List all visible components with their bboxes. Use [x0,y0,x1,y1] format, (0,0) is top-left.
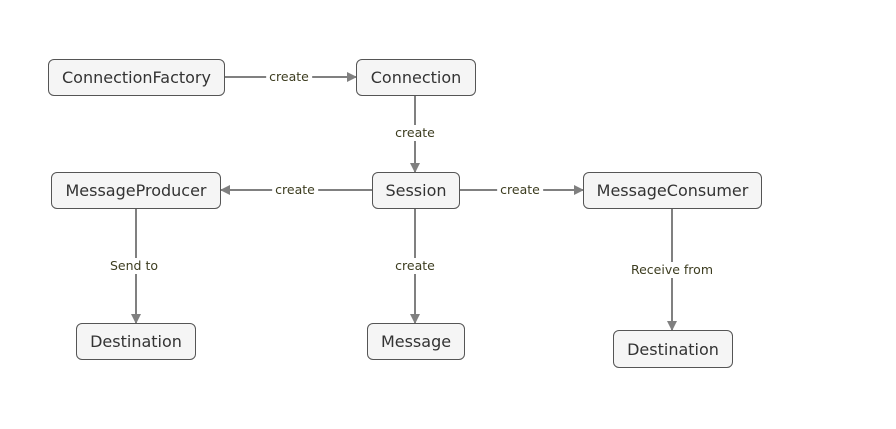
edge-label-session-to-message: create [392,258,438,274]
node-connection: Connection [356,59,476,96]
edge-label-producer-send-to: Send to [106,258,162,274]
node-connection-factory: ConnectionFactory [48,59,225,96]
node-destination-producer: Destination [76,323,196,360]
edge-label-session-to-consumer: create [497,182,543,198]
node-session: Session [372,172,460,209]
node-message-producer: MessageProducer [51,172,221,209]
node-destination-consumer: Destination [613,330,733,368]
edge-label-consumer-receive-from: Receive from [627,262,717,278]
edge-label-factory-to-connection: create [266,69,312,85]
node-message: Message [367,323,465,360]
edge-label-session-to-producer: create [272,182,318,198]
edge-label-connection-to-session: create [392,125,438,141]
node-message-consumer: MessageConsumer [583,172,762,209]
